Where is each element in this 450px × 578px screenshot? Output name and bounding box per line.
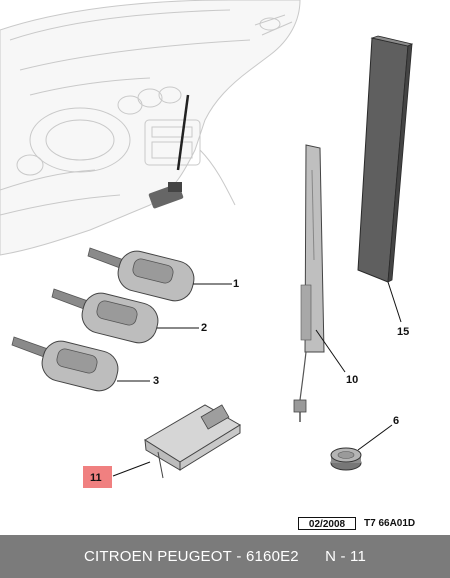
parts-diagram: 1 2 3 6 10 11 15 [0, 0, 414, 488]
callout-10: 10 [346, 374, 358, 386]
battery-cell [330, 424, 393, 471]
dashboard-illustration [0, 0, 301, 256]
footer-part-number: 6160E2 [245, 548, 299, 565]
reference-code: T7 66A01D [364, 518, 416, 529]
callout-6: 6 [393, 415, 399, 427]
callout-2: 2 [201, 322, 207, 334]
dashboard-antenna [148, 94, 190, 209]
remote-key-3 [11, 336, 150, 392]
film-antenna [293, 144, 346, 422]
date-code: 02/2008 [298, 517, 356, 530]
receiver-unit [112, 404, 241, 479]
remote-key-1 [87, 247, 232, 302]
footer-separator: - [232, 548, 246, 565]
footer-page: N - 11 [325, 548, 367, 565]
footer-brand: CITROEN PEUGEOT [83, 548, 232, 565]
callout-11: 11 [90, 472, 102, 484]
callout-11-highlight [83, 466, 112, 488]
callout-15: 15 [397, 326, 409, 338]
footer-bar: CITROEN PEUGEOT - 6160E2 N - 11 [0, 535, 450, 578]
footer-gap [299, 548, 325, 565]
remote-key-2 [51, 288, 199, 344]
antenna-panel [357, 35, 414, 323]
callout-1: 1 [233, 278, 239, 290]
callout-3: 3 [153, 375, 159, 387]
